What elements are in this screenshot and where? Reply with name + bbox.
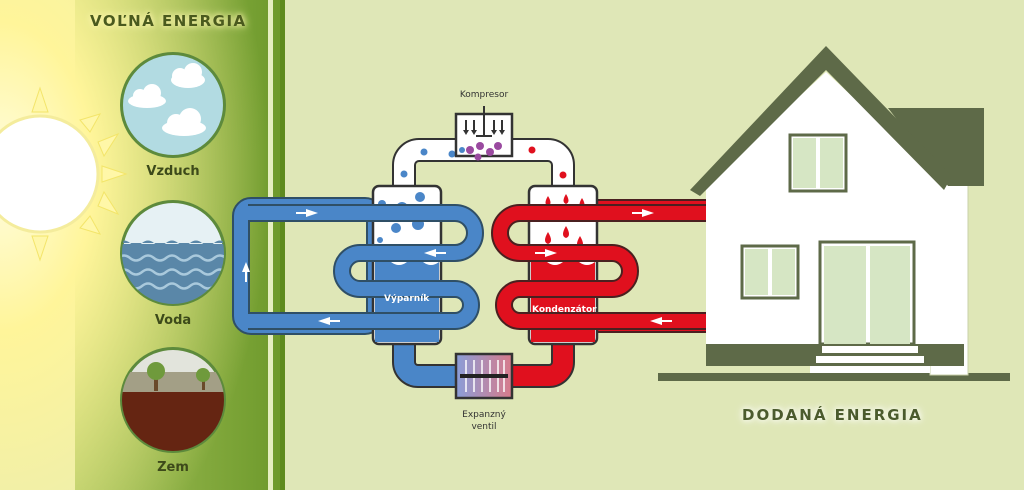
delivered-energy-title: DODANÁ ENERGIA bbox=[742, 406, 923, 424]
expansion-valve-label-line2: ventil bbox=[471, 422, 497, 432]
evaporator-label: Výparník bbox=[384, 294, 430, 304]
heat-pump-circuit bbox=[232, 106, 737, 400]
source-label-air: Vzduch bbox=[146, 164, 200, 179]
free-energy-title: VOĽNÁ ENERGIA bbox=[90, 12, 247, 30]
house-icon bbox=[658, 46, 1010, 381]
compressor-label: Kompresor bbox=[459, 90, 509, 100]
source-label-earth: Zem bbox=[157, 460, 189, 475]
expansion-valve bbox=[454, 352, 514, 400]
earth-ground-icon bbox=[120, 347, 226, 453]
water-waves-icon bbox=[120, 200, 226, 306]
source-label-water: Voda bbox=[154, 313, 192, 328]
compressor-unit bbox=[454, 106, 514, 161]
condenser-label: Kondenzátor bbox=[532, 305, 597, 315]
air-cloud-icon bbox=[120, 52, 226, 158]
expansion-valve-label-line1: Expanzný bbox=[462, 410, 506, 420]
